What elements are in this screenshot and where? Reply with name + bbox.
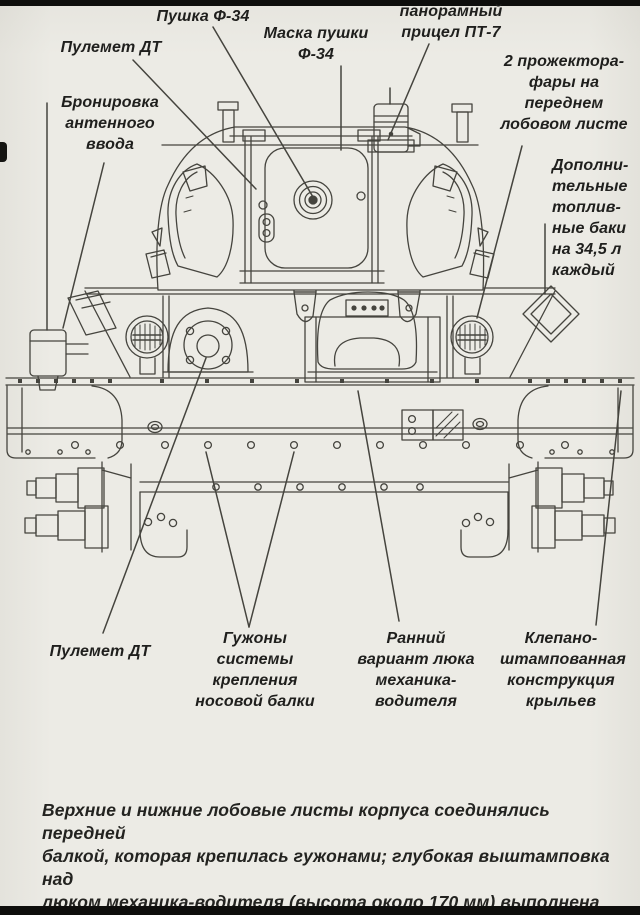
label-driver-hatch: Ранний вариант люка механика- водителя (357, 630, 475, 710)
caption-line: Верхние и нижние лобовые листы корпуса с… (42, 800, 555, 843)
label-mg-top: Пулемет ДТ (60, 39, 162, 56)
gun-mantlet (239, 129, 385, 284)
caption: Верхние и нижние лобовые листы корпуса с… (42, 799, 634, 915)
label-gun-mask: Маска пушки Ф-34 (263, 25, 369, 63)
antenna-armour (29, 102, 89, 391)
label-fuel-tanks: Дополни- тельные топлив- ные баки на 34,… (552, 157, 629, 279)
tank-front-view-drawing (5, 26, 635, 634)
driver-hatch (293, 283, 441, 383)
label-panoramic-sight: панорамный прицел ПТ-7 (399, 3, 503, 41)
label-antenna-armour: Бронировка антенного ввода (61, 94, 159, 153)
caption-line: балкой, которая крепилась гужонами; глуб… (42, 846, 615, 889)
right-headlight (450, 315, 494, 375)
left-headlight (125, 315, 169, 375)
page-top-edge (0, 0, 640, 6)
label-nose-beam-studs: Гужоны системы крепления носовой балки (195, 630, 315, 710)
scan-smudge (0, 142, 7, 162)
label-fender-construction: Клепано- штампованная конструкция крылье… (500, 630, 626, 710)
label-projector-headlights: 2 прожектора- фары на переднем лобовом л… (500, 53, 628, 133)
label-gun: Пушка Ф-34 (156, 8, 250, 25)
page-bottom-edge (0, 906, 640, 915)
turret-cheek-left (145, 163, 234, 279)
label-mg-bottom: Пулемет ДТ (49, 643, 151, 660)
turret-cheek-right (406, 163, 495, 279)
panoramic-sight (367, 87, 421, 153)
leader-lines (62, 26, 622, 634)
hull-mg-ball-mount (162, 307, 254, 373)
